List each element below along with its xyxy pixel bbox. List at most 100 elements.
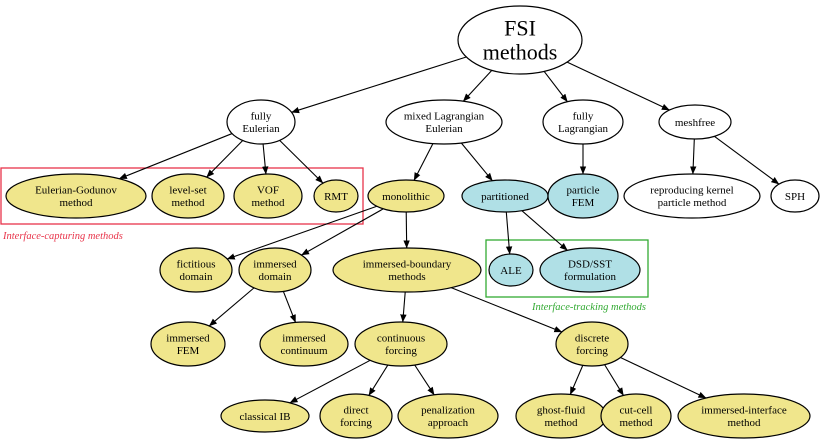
node-immersed-fem-label: FEM bbox=[177, 345, 200, 357]
node-fsi-label: methods bbox=[483, 40, 558, 65]
edge-immersed-domain-to-immersed-fem bbox=[208, 287, 255, 327]
node-eulerian-godunov-shape bbox=[5, 173, 147, 219]
tracking-group-box bbox=[485, 239, 649, 298]
node-direct-forcing-label: direct bbox=[343, 405, 368, 417]
node-immersed-boundary-label: methods bbox=[388, 271, 425, 283]
node-discrete-forcing-label: forcing bbox=[576, 345, 608, 357]
edge-discrete-forcing-to-ghost-fluid bbox=[569, 365, 584, 395]
node-dsd-sst-shape bbox=[539, 247, 641, 293]
edge-partitioned-to-ale bbox=[505, 211, 513, 255]
node-immersed-domain-label: immersed bbox=[253, 259, 297, 271]
node-mixed-le-shape bbox=[385, 99, 503, 145]
node-fully-lagrangian-label: Lagrangian bbox=[558, 123, 609, 135]
node-cut-cell-shape bbox=[600, 393, 672, 439]
node-vof-label: method bbox=[252, 197, 285, 209]
node-immersed-domain-label: domain bbox=[259, 271, 292, 283]
node-ghost-fluid-label: method bbox=[545, 417, 578, 429]
edge-meshfree-to-rkpm bbox=[690, 138, 697, 175]
node-continuous-forcing-label: continuous bbox=[377, 333, 425, 345]
node-classical-ib-label: classical IB bbox=[239, 411, 290, 423]
node-rmt: RMT bbox=[313, 179, 359, 213]
node-ale-label: ALE bbox=[500, 265, 522, 277]
node-penalization-shape bbox=[397, 393, 499, 439]
node-vof-label: VOF bbox=[257, 185, 279, 197]
node-classical-ib-shape bbox=[220, 399, 310, 433]
node-level-set-label: method bbox=[172, 197, 205, 209]
edge-fully-eulerian-to-rmt bbox=[279, 140, 324, 184]
node-discrete-forcing-shape bbox=[555, 321, 629, 367]
edge-fsi-to-meshfree bbox=[566, 61, 670, 111]
node-fully-lagrangian-shape bbox=[542, 99, 624, 145]
node-immersed-domain-shape bbox=[238, 247, 312, 293]
node-immersed-continuum-label: immersed bbox=[282, 333, 326, 345]
node-continuous-forcing-label: forcing bbox=[385, 345, 417, 357]
edge-immersed-boundary-to-discrete-forcing bbox=[450, 287, 563, 333]
node-fictitious-domain-label: fictitious bbox=[176, 259, 215, 271]
node-partitioned: partitioned bbox=[461, 179, 549, 213]
node-classical-ib: classical IB bbox=[220, 399, 310, 433]
node-discrete-forcing-label: discrete bbox=[575, 333, 609, 345]
node-immersed-fem-shape bbox=[150, 321, 226, 367]
node-ale-shape bbox=[488, 253, 534, 287]
edge-mixed-le-to-partitioned bbox=[460, 142, 493, 182]
edge-immersed-boundary-to-continuous-forcing bbox=[400, 291, 407, 323]
tracking-group-label: Interface-tracking methods bbox=[531, 302, 646, 313]
node-meshfree: meshfree bbox=[658, 104, 732, 140]
edge-continuous-forcing-to-classical-ib bbox=[289, 359, 371, 404]
edge-fsi-to-mixed-le bbox=[462, 69, 493, 102]
edge-monolithic-to-immersed-domain bbox=[301, 208, 384, 256]
node-rkpm-label: particle method bbox=[658, 197, 727, 209]
node-monolithic-label: monolithic bbox=[382, 191, 430, 203]
edge-fsi-to-fully-lagrangian bbox=[543, 70, 568, 103]
node-rmt-shape bbox=[313, 179, 359, 213]
edge-fully-eulerian-to-vof bbox=[262, 143, 269, 175]
node-fsi-label: FSI bbox=[504, 16, 536, 41]
edge-fully-eulerian-to-eulerian-godunov bbox=[118, 133, 233, 180]
node-partitioned-label: partitioned bbox=[481, 191, 529, 203]
node-ghost-fluid-label: ghost-fluid bbox=[537, 405, 586, 417]
node-fictitious-domain-label: domain bbox=[180, 271, 213, 283]
node-ale: ALE bbox=[488, 253, 534, 287]
node-immersed-fem-label: immersed bbox=[166, 333, 210, 345]
node-monolithic-shape bbox=[367, 179, 445, 213]
node-mixed-le-label: mixed Lagrangian bbox=[404, 111, 485, 123]
node-fully-eulerian-label: Eulerian bbox=[242, 123, 280, 135]
node-immersed-interface-label: method bbox=[728, 417, 761, 429]
node-direct-forcing-shape bbox=[319, 393, 393, 439]
node-sph: SPH bbox=[770, 179, 820, 213]
edges bbox=[118, 56, 780, 404]
edge-discrete-forcing-to-cut-cell bbox=[604, 364, 624, 396]
node-particle-fem-label: particle bbox=[567, 185, 600, 197]
node-particle-fem-shape bbox=[547, 173, 619, 219]
node-immersed-continuum-shape bbox=[259, 321, 349, 367]
node-meshfree-shape bbox=[658, 104, 732, 140]
node-particle-fem-label: FEM bbox=[572, 197, 595, 209]
edge-discrete-forcing-to-immersed-interface bbox=[620, 356, 707, 399]
node-vof-shape bbox=[233, 173, 303, 219]
node-fully-eulerian-shape bbox=[226, 99, 296, 145]
node-fully-lagrangian-label: fully bbox=[573, 111, 594, 123]
node-sph-label: SPH bbox=[785, 191, 805, 203]
capturing-group-label: Interface-capturing methods bbox=[2, 231, 123, 242]
edge-fully-eulerian-to-level-set bbox=[206, 140, 244, 178]
node-eulerian-godunov-label: Eulerian-Godunov bbox=[35, 185, 117, 197]
